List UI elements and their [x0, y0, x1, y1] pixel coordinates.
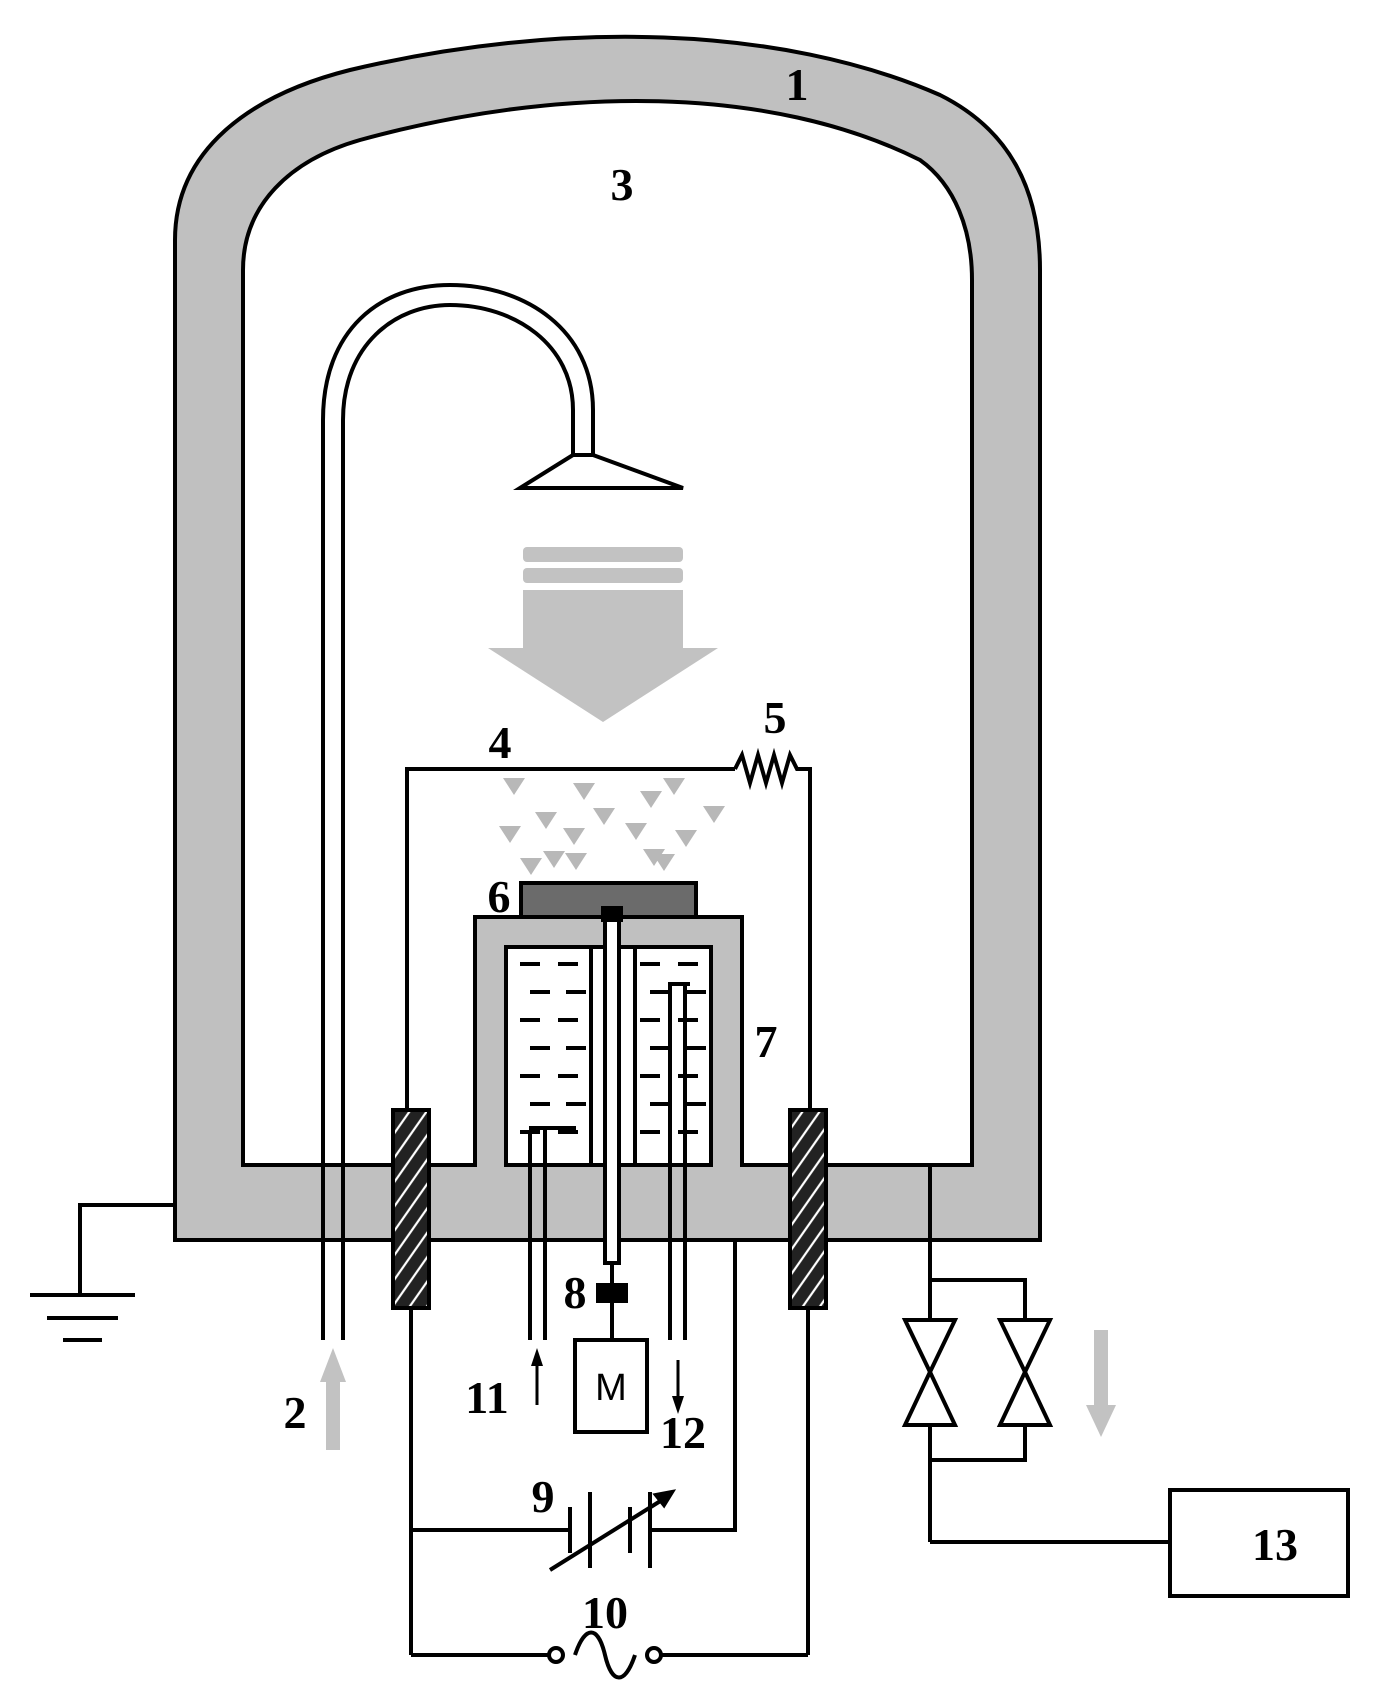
- pumping-line: [928, 1165, 1170, 1544]
- shield-frame: [405, 747, 812, 1110]
- label-4: 4: [489, 717, 512, 768]
- label-1: 1: [786, 59, 809, 110]
- valve-icon-2: [996, 1318, 1054, 1427]
- valve-icon: [901, 1318, 959, 1427]
- heater-coil-icon: [733, 747, 800, 791]
- plasma-flow-arrow: [488, 547, 718, 722]
- flow-arrow-12: [672, 1360, 684, 1414]
- label-5: 5: [764, 692, 787, 743]
- label-13: 13: [1252, 1519, 1298, 1570]
- deposition-particles: [499, 778, 725, 875]
- gas-inflow-arrow: [320, 1348, 346, 1450]
- label-3: 3: [611, 159, 634, 210]
- rotation-shaft: [596, 906, 628, 1340]
- label-10: 10: [582, 1587, 628, 1638]
- motor-icon: M: [573, 1338, 649, 1434]
- label-8: 8: [564, 1267, 587, 1318]
- label-11: 11: [465, 1372, 508, 1423]
- exhaust-arrow: [1086, 1330, 1116, 1437]
- label-2: 2: [284, 1387, 307, 1438]
- label-12: 12: [660, 1407, 706, 1458]
- motor-label: M: [595, 1367, 627, 1409]
- flow-arrow-11: [531, 1348, 543, 1405]
- label-7: 7: [755, 1016, 778, 1067]
- electrical-circuit: [409, 1240, 810, 1680]
- label-9: 9: [532, 1471, 555, 1522]
- ac-power-supply-icon: [547, 1646, 565, 1664]
- ground-icon: [30, 1203, 175, 1342]
- vacuum-pump-box: [1168, 1488, 1350, 1598]
- coolant-pipes: [528, 982, 690, 1340]
- coolant-reservoirs: [520, 947, 706, 1165]
- label-6: 6: [488, 871, 511, 922]
- gas-inlet-pipe: [321, 282, 684, 1340]
